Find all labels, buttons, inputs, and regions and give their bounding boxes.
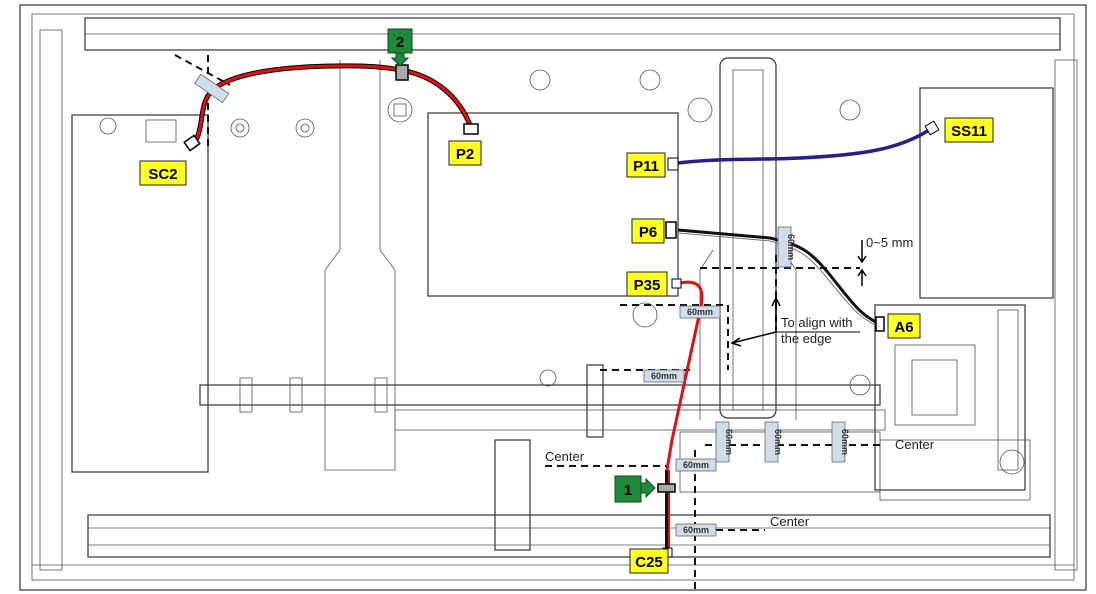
label-p6-text: P6: [639, 224, 657, 241]
p6-connector: [665, 221, 677, 239]
tape-text: 60mm: [786, 234, 796, 260]
a6-board: [874, 304, 1026, 491]
main-board: [427, 112, 679, 297]
tape-text: 60mm: [683, 460, 709, 470]
ss11-connector: [924, 120, 940, 136]
blue-cable-p11-ss11: [677, 126, 933, 165]
sc2-board: [71, 114, 209, 473]
tape-text: 60mm: [840, 429, 850, 455]
tape-60mm: 60mm: [675, 523, 717, 537]
step-2-marker: 2: [387, 28, 413, 67]
red-cable-p35-c25: [665, 280, 704, 471]
p35-connector: [671, 278, 682, 289]
gap-annotation: 0~5 mm: [857, 235, 913, 286]
center-label-left: Center: [545, 449, 585, 464]
tape-text: 60mm: [687, 307, 713, 317]
gap-note: 0~5 mm: [866, 235, 913, 250]
label-ss11-text: SS11: [951, 123, 987, 140]
label-p11-text: P11: [633, 158, 659, 175]
center-label-bottom: Center: [770, 514, 810, 529]
clamp-2: [395, 64, 409, 81]
cables: [192, 63, 933, 550]
tape-60mm-vertical: 60mm: [764, 421, 783, 463]
tape-60mm: 60mm: [679, 305, 721, 319]
tape-text: 60mm: [651, 371, 677, 381]
label-a6-text: A6: [894, 319, 913, 336]
align-note-line2: the edge: [781, 331, 832, 346]
ss11-board: [919, 87, 1054, 299]
tape-text: 60mm: [683, 525, 709, 535]
label-p2: P2: [448, 140, 482, 166]
center-label-right: Center: [895, 437, 935, 452]
label-p6: P6: [631, 218, 665, 244]
step-1-marker: 1: [614, 475, 656, 503]
tape-60mm: 60mm: [675, 458, 717, 472]
guide-lines: [174, 54, 880, 594]
sc2-connector: [183, 134, 201, 152]
tape-60mm: 60mm: [643, 369, 685, 383]
arrow-down-icon: [857, 240, 867, 264]
p11-connector: [667, 157, 679, 171]
label-sc2: SC2: [139, 160, 187, 186]
label-c25-text: C25: [635, 554, 663, 571]
chassis: [19, 4, 1087, 591]
label-ss11: SS11: [944, 117, 994, 143]
label-p11: P11: [626, 152, 666, 178]
align-annotation: To align with the edge: [730, 296, 860, 347]
tape-text: 60mm: [773, 429, 783, 455]
label-p35-text: P35: [634, 277, 661, 294]
step-1-text: 1: [624, 482, 632, 499]
align-note-line1: To align with: [781, 315, 853, 330]
tape-text: 60mm: [724, 429, 734, 455]
tape-60mm-vertical: 60mm: [777, 226, 796, 268]
label-a6: A6: [887, 313, 921, 339]
tape-sc2: [194, 73, 230, 104]
tape-60mm-vertical: 60mm: [831, 421, 850, 463]
arrow-left-icon: [730, 331, 777, 347]
step-2-text: 2: [396, 34, 404, 51]
p2-connector: [463, 123, 479, 135]
label-c25: C25: [629, 548, 669, 574]
arrow-up-icon: [771, 296, 781, 332]
tape-60mm-vertical: 60mm: [715, 421, 734, 463]
label-p2-text: P2: [456, 146, 474, 163]
label-sc2-text: SC2: [148, 166, 177, 183]
label-p35: P35: [626, 271, 668, 297]
clamp-1: [657, 483, 676, 493]
arrow-up-icon: [857, 268, 867, 286]
a6-connector: [875, 316, 885, 332]
